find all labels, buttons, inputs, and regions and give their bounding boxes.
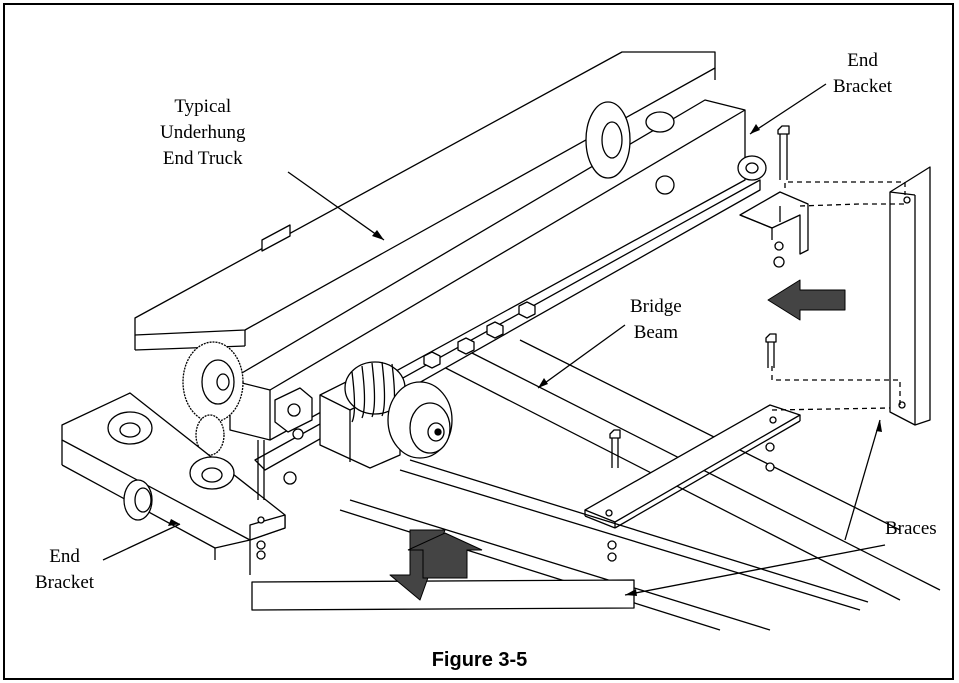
bridge-beam-rails <box>339 339 941 631</box>
truck-wheels <box>182 101 767 456</box>
bridge-beam-label: Bridge Beam <box>630 296 682 343</box>
figure-caption: Figure 3-5 <box>431 649 528 671</box>
end-bracket-left-label: End Bracket <box>35 546 95 593</box>
left-end-bracket <box>61 392 286 575</box>
middle-brace <box>584 333 801 562</box>
bottom-brace <box>251 579 635 611</box>
right-end-bracket <box>739 125 809 268</box>
braces-label: Braces <box>885 518 937 539</box>
drive-motor <box>274 361 453 469</box>
leader-lines <box>102 83 886 596</box>
beam-bolts <box>283 301 536 485</box>
end-bracket-top-label: End Bracket <box>833 50 893 97</box>
right-brace <box>889 166 931 426</box>
end-truck-label: Typical Underhung End Truck <box>160 96 246 169</box>
alignment-lines <box>771 181 906 411</box>
